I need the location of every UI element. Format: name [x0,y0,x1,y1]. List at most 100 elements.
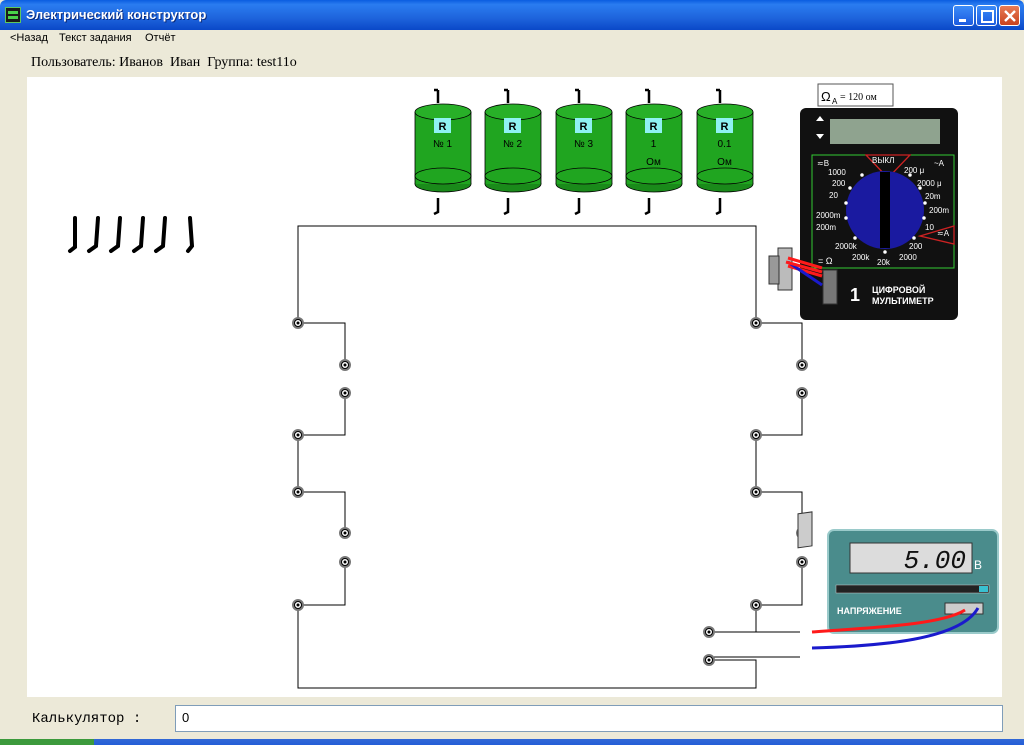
wire-piece-2-icon [87,216,100,253]
terminal-13 [750,486,762,498]
circuit-scene: R № 1 R № 2 R [68,83,999,689]
terminal-3 [339,387,351,399]
svg-text:200: 200 [832,179,846,188]
group-value: test11o [256,55,297,70]
resistors-group: R № 1 R № 2 R [414,88,754,216]
terminal-2 [339,359,351,371]
resistor-4[interactable]: R 1 Ом [625,88,683,216]
voltmeter-display [849,542,973,574]
ohm-range-label: = Ω [818,256,833,266]
circuit-canvas[interactable]: R № 1 R № 2 R [27,77,1002,697]
probe-cables[interactable] [797,511,980,650]
resistor-4-unit: Ом [646,157,661,168]
wire-piece-4-icon [132,216,145,253]
aca-label: ~A [934,159,945,168]
svg-text:200 μ: 200 μ [904,166,925,175]
resistor-5-label: 0.1 [718,139,732,150]
taskbar [0,739,1024,745]
svg-text:10: 10 [925,223,934,232]
resistor-2-label: № 2 [503,139,523,150]
minimize-button[interactable] [953,5,974,26]
resistance-value: = 120 ом [840,92,877,103]
resistor-1-tag: R [439,121,447,133]
svg-text:200m: 200m [816,223,836,232]
svg-text:2000 μ: 2000 μ [917,179,942,188]
brand-number: 1 [850,285,860,305]
svg-text:1000: 1000 [828,168,846,177]
resistor-2-tag: R [509,121,517,133]
off-label: ВЫКЛ [872,156,894,165]
terminal-16 [750,599,762,611]
resistor-5-tag: R [721,121,729,133]
user-last-name: Иванов [119,55,163,70]
start-button[interactable] [0,739,94,745]
scale-amps: 200 μ 2000 μ 20m 200m 10 [904,166,949,232]
group-label: Группа: [207,55,254,70]
ohm-subscript: А [832,97,838,106]
voltage-bar [835,584,990,594]
terminal-7 [339,556,351,568]
terminal-8 [292,599,304,611]
scroll-arrows-icon [816,116,824,139]
digital-multimeter[interactable]: ВЫКЛ ≂В ~A ≂A = Ω 1000 200 20 2000m 200m… [768,108,958,320]
resistor-3-tag: R [580,121,588,133]
voltmeter-jack [944,602,984,615]
terminal-6 [339,527,351,539]
user-first-name: Иван [169,55,201,70]
terminal-4 [292,429,304,441]
voltmeter-value: 5.00 [904,546,966,576]
app-icon [5,7,21,23]
svg-text:20k: 20k [877,258,891,267]
wire-piece-5-icon [154,216,167,253]
menu-task-text[interactable]: Текст задания [59,32,132,44]
resistor-4-tag: R [650,121,658,133]
circuit-wires [297,225,803,689]
resistor-1-label: № 1 [433,139,453,150]
scale-volts: 1000 200 20 2000m 200m [816,168,846,232]
close-button[interactable] [999,5,1020,26]
resistor-3[interactable]: R № 3 [555,88,613,216]
user-info: Пользователь: Иванов Иван Группа: test11… [31,55,297,71]
title-bar: Электрический конструктор [0,0,1024,30]
menu-back[interactable]: <Назад [10,32,48,44]
voltmeter[interactable]: 5.00 В НАПРЯЖЕНИЕ [827,529,999,634]
wire-pieces[interactable] [68,216,195,253]
window-title: Электрический конструктор [26,7,207,22]
terminal-5 [292,486,304,498]
multimeter-jack[interactable] [768,247,838,305]
brand-line-1: ЦИФРОВОЙ [872,284,925,295]
terminals[interactable] [292,317,808,666]
terminal-1 [292,317,304,329]
calculator-input[interactable]: 0 [175,705,1003,732]
calculator-label: Калькулятор : [32,711,142,727]
terminal-9 [750,317,762,329]
resistor-5-unit: Ом [717,157,732,168]
svg-text:200k: 200k [852,253,870,262]
resistance-readout: Ω А = 120 ом [817,83,894,107]
svg-text:200m: 200m [929,206,949,215]
svg-text:200: 200 [909,242,923,251]
wire-piece-6-icon [186,216,195,253]
terminal-18 [703,654,715,666]
terminal-15 [796,556,808,568]
svg-text:20m: 20m [925,192,941,201]
user-label: Пользователь: [31,55,116,70]
maximize-button[interactable] [976,5,997,26]
resistor-4-label: 1 [651,139,657,150]
ohm-symbol: Ω [821,89,831,104]
terminal-12 [750,429,762,441]
voltmeter-unit: В [974,558,982,572]
wire-piece-1-icon [68,216,77,253]
wire-piece-3-icon [109,216,122,253]
terminal-10 [796,359,808,371]
resistor-5[interactable]: R 0.1 Ом [696,88,754,216]
resistor-1[interactable]: R № 1 [414,88,472,216]
svg-text:2000: 2000 [899,253,917,262]
voltmeter-label: НАПРЯЖЕНИЕ [837,606,902,616]
dcv-label: ≂В [817,159,829,168]
resistor-2[interactable]: R № 2 [484,88,542,216]
menu-report[interactable]: Отчёт [145,32,176,44]
svg-text:20: 20 [829,191,838,200]
terminal-17 [703,626,715,638]
scale-ohms: 2000k 200k 20k 200 2000 [835,242,923,267]
